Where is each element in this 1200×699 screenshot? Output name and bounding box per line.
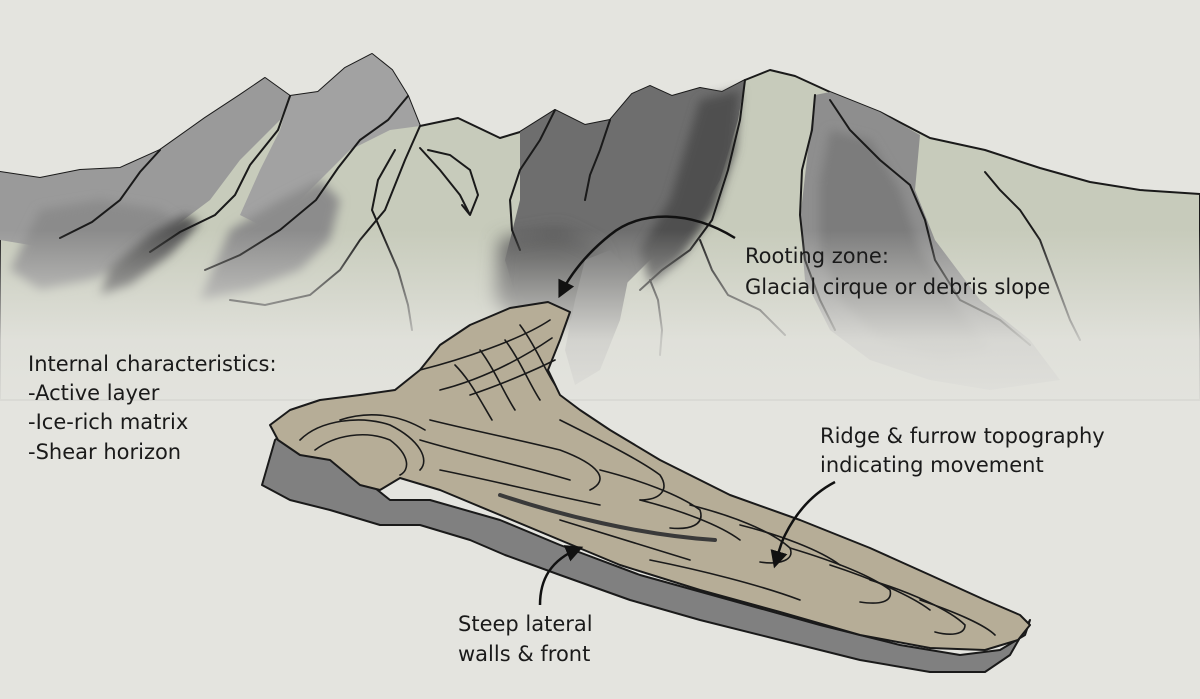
glacier-body bbox=[269, 301, 1031, 651]
furrow-line bbox=[454, 364, 493, 421]
furrow-line bbox=[599, 469, 702, 530]
furrow-line bbox=[829, 564, 931, 611]
steep-walls-arrow bbox=[538, 545, 584, 606]
ridge-furrow-label: Ridge & furrow topography indicating mov… bbox=[820, 424, 1111, 477]
furrow-line bbox=[559, 419, 665, 501]
furrow-line bbox=[314, 434, 408, 476]
ridge-line bbox=[584, 119, 611, 201]
ridge-furrow-arrow bbox=[770, 480, 836, 569]
steep-walls-label: Steep lateral walls & front bbox=[458, 612, 599, 666]
shear-horizon-line bbox=[498, 493, 717, 542]
rock-glacier bbox=[261, 301, 1031, 673]
furrow-line bbox=[469, 359, 556, 396]
annotation-arrows bbox=[538, 215, 836, 606]
furrow-line bbox=[739, 524, 841, 566]
mountain-range bbox=[0, 53, 1200, 430]
furrow-line bbox=[649, 559, 801, 601]
internal-characteristics-label: Internal characteristics: -Active layer … bbox=[28, 352, 283, 464]
furrow-line bbox=[439, 337, 553, 391]
furrow-line bbox=[919, 599, 996, 636]
left-peak-shadow bbox=[240, 54, 420, 230]
furrow-line bbox=[504, 339, 541, 401]
furrow-line bbox=[869, 579, 966, 635]
furrow-line bbox=[429, 419, 601, 491]
ridge-line bbox=[419, 147, 471, 216]
ridge-furrow-lines bbox=[299, 319, 996, 636]
furrow-line bbox=[439, 469, 601, 506]
furrow-line bbox=[789, 547, 892, 604]
furrow-line bbox=[639, 499, 741, 541]
rooting-zone-arrow bbox=[558, 215, 736, 299]
valley-fog bbox=[0, 230, 1200, 430]
furrow-line bbox=[559, 519, 691, 561]
labels: Rooting zone: Glacial cirque or debris s… bbox=[28, 244, 1111, 666]
rooting-zone-label: Rooting zone: Glacial cirque or debris s… bbox=[745, 244, 1050, 299]
furrow-line bbox=[479, 349, 516, 411]
furrow-line bbox=[339, 414, 426, 431]
ridge-line bbox=[427, 149, 480, 216]
furrow-line bbox=[299, 419, 425, 471]
furrow-line bbox=[419, 319, 551, 371]
furrow-line bbox=[419, 439, 571, 481]
ridge-line bbox=[59, 149, 161, 239]
furrow-line bbox=[519, 324, 556, 386]
